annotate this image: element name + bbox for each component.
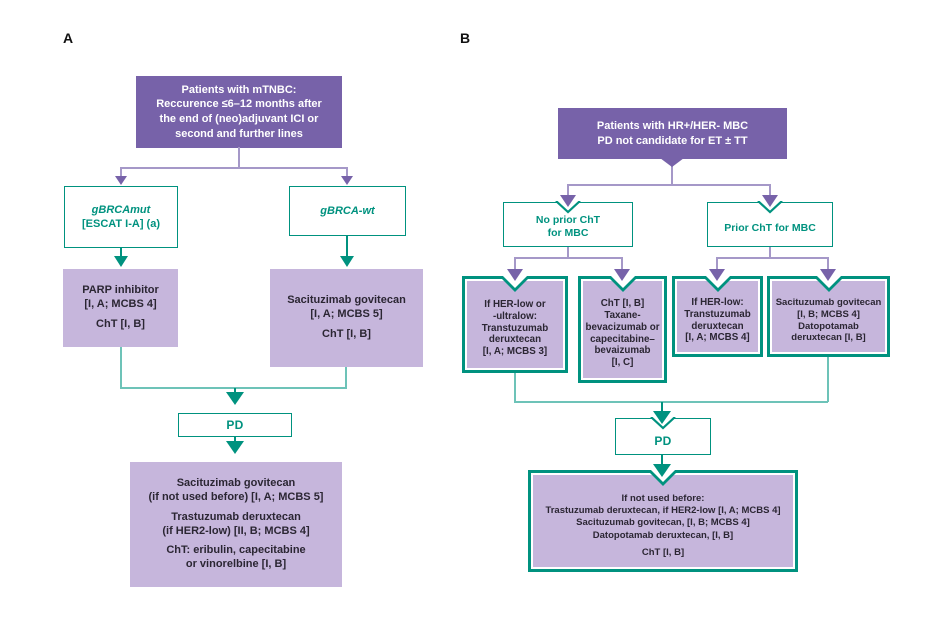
treatment-text: ChT: eribulin, capecitabine or vinorelbi… [166,544,306,570]
connector-line [716,257,718,270]
branch-text: No prior ChT for MBC [535,213,601,239]
connector-line [716,257,828,259]
connector-line [769,184,771,196]
node-a-root: Patients with mTNBC: Reccurence ≤6–12 mo… [136,76,342,148]
connector-line [567,247,569,258]
panel-a-label: A [63,30,74,46]
connector-line [346,167,348,176]
node-b-root: Patients with HR+/HER- MBC PD not candid… [558,108,787,159]
node-a-sacituzimab-govitecan: Sacituzimab govitecan [I, A; MCBS 5] ChT… [270,269,423,367]
arrow-down-icon [820,269,836,281]
connector-line [514,257,516,270]
connector-line [514,373,516,402]
connector-line [234,437,236,443]
arrow-down-icon [507,269,523,281]
arrow-down-icon [226,392,244,405]
node-b-post-pd-options: If not used before: Trastuzumab deruxtec… [528,470,798,572]
connector-line [120,248,122,257]
connector-line [567,184,771,186]
treatment-text: ChT [I, B] [96,317,145,330]
arrow-down-icon [653,411,671,424]
node-b-prior-cht: Prior ChT for MBC [707,201,833,247]
arrow-down-icon [614,269,630,281]
escat-label: [ESCAT I-A] (a) [81,218,160,230]
treatment-text: If HER-low: Transtuzumab deruxtecan [I, … [677,281,758,352]
treatment-text: Sacituzumab govitecan [I, B; MCBS 4] Dat… [772,281,885,352]
node-a-gbrca-wt: gBRCA-wt [289,186,406,236]
connector-line [827,257,829,270]
treatment-text: Sacituzimab govitecan (if not used befor… [148,477,324,503]
node-b-pd: PD [615,417,711,455]
connector-line [120,167,122,176]
node-b-sg-datopotamab: Sacituzumab govitecan [I, B; MCBS 4] Dat… [767,276,890,357]
connector-line [120,167,347,169]
node-b-cht-taxane-bevacizumab: ChT [I, B] Taxane- bevacizumab or capeci… [578,276,667,383]
connector-line [661,402,663,412]
node-a-gbrca-mut: gBRCAmut [ESCAT I-A] (a) [64,186,178,248]
gene-label: gBRCAmut [91,203,151,216]
treatment-text: If not used before: Trastuzumab deruxtec… [545,492,781,541]
arrow-down-icon [560,195,576,207]
treatment-text: ChT [I, B] [322,328,371,341]
connector-line [661,455,663,465]
pointer-down-icon [660,158,684,167]
connector-line [827,357,829,402]
treatment-text: ChT [I, B] [641,547,685,559]
node-b-her-low-ultralow: If HER-low or -ultralow: Transtuzumab de… [462,276,568,373]
branch-text: Prior ChT for MBC [724,222,816,234]
connector-line [238,147,240,168]
connector-line [346,236,348,257]
arrow-down-icon [341,176,353,185]
treatment-text: ChT [I, B] Taxane- bevacizumab or capeci… [583,281,662,378]
arrow-down-icon [709,269,725,281]
arrow-down-icon [114,256,128,267]
treatment-text: PARP inhibitor [I, A; MCBS 4] [82,284,159,311]
connector-line [567,184,569,196]
node-b-her-low: If HER-low: Transtuzumab deruxtecan [I, … [672,276,763,357]
arrow-down-icon [653,464,671,477]
connector-line [120,387,347,389]
treatment-text: Sacituzimab govitecan [I, A; MCBS 5] [287,293,406,320]
connector-line [345,367,347,388]
connector-line [769,247,771,258]
connector-line [514,401,828,403]
pd-text: PD [654,433,672,448]
arrow-down-icon [762,195,778,207]
connector-line [234,388,236,394]
gene-label: gBRCA-wt [320,205,375,217]
connector-line [621,257,623,270]
arrow-down-icon [340,256,354,267]
node-b-no-prior-cht: No prior ChT for MBC [503,201,633,247]
connector-line [120,347,122,388]
node-a-pd: PD [178,413,292,437]
connector-line [671,166,673,185]
panel-b-label: B [460,30,471,46]
arrow-down-icon [226,441,244,454]
connector-line [514,257,622,259]
treatment-text: Trastuzumab deruxtecan (if HER2-low) [II… [162,510,310,537]
node-a-post-pd-options: Sacituzimab govitecan (if not used befor… [130,462,342,587]
node-a-parp-inhibitor: PARP inhibitor [I, A; MCBS 4] ChT [I, B] [63,269,178,347]
arrow-down-icon [115,176,127,185]
treatment-text: If HER-low or -ultralow: Transtuzumab de… [467,281,563,368]
